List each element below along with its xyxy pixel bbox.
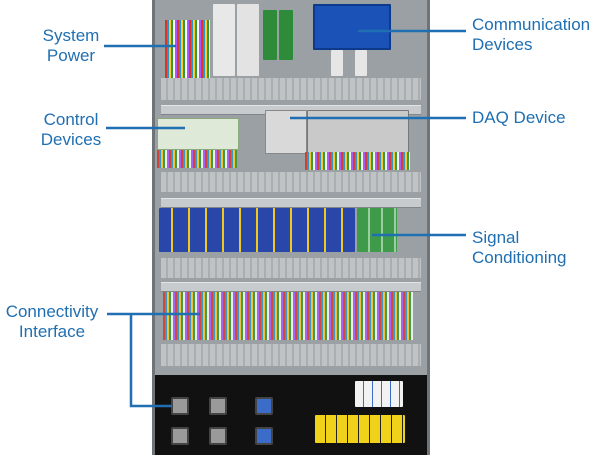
din-rail (161, 198, 421, 208)
label-communication-devices: Communication Devices (472, 15, 591, 54)
daq-chassis (307, 110, 409, 154)
panel-connector (171, 427, 189, 445)
front-connector-panel (155, 375, 427, 455)
terminal-block-wiring (163, 292, 413, 340)
connector-plug (331, 50, 343, 76)
label-control-devices: Control Devices (40, 110, 102, 149)
wiring-bundle (157, 150, 237, 168)
power-supply-unit (237, 4, 259, 76)
panel-connector (255, 427, 273, 445)
power-module (279, 10, 293, 60)
control-cabinet-photo (152, 0, 430, 455)
label-daq-device: DAQ Device (472, 108, 566, 127)
communication-gateway (313, 4, 391, 50)
panel-connector (209, 427, 227, 445)
din-rail (161, 282, 421, 292)
daq-controller (265, 110, 307, 154)
panel-connector (171, 397, 189, 415)
panel-connector (209, 397, 227, 415)
fuse-bank (315, 415, 405, 443)
connector-plug (355, 50, 367, 76)
panel-connector (255, 397, 273, 415)
wiring-bundle (305, 152, 410, 170)
cable-duct (161, 172, 421, 192)
signal-conditioner-bank (159, 208, 355, 252)
label-signal-conditioning: Signal Conditioning (472, 228, 567, 267)
power-module (263, 10, 277, 60)
cable-duct (161, 258, 421, 278)
signal-conditioner-green (357, 208, 397, 252)
wiring-bundle (165, 20, 210, 78)
cable-duct (161, 344, 421, 366)
label-system-power: System Power (42, 26, 100, 65)
breaker-bank (355, 381, 403, 407)
power-supply-unit (213, 4, 235, 76)
label-connectivity-interface: Connectivity Interface (5, 302, 99, 341)
relay-module (157, 118, 239, 150)
cable-duct (161, 78, 421, 100)
